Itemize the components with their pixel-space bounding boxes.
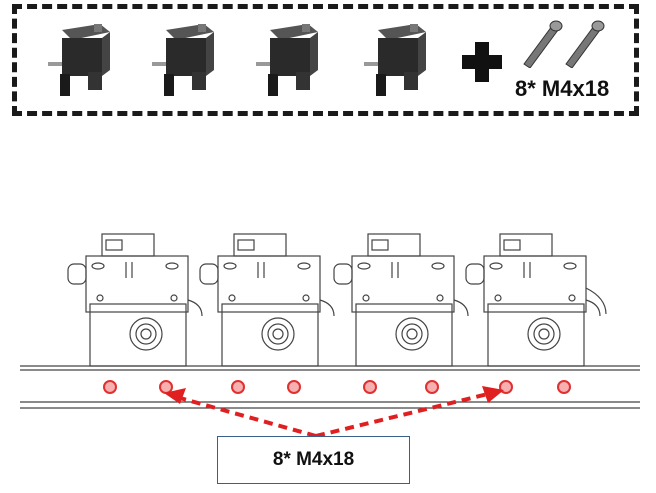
t-nut (159, 380, 173, 394)
extruder-motor-icon (256, 24, 318, 96)
callout-label: 8* M4x18 (272, 449, 355, 470)
callout-arrow-right (315, 392, 489, 438)
arrow-head-left (164, 388, 186, 404)
callout-box: 8* M4x18 (217, 436, 410, 484)
screw-count-label: 8* M4x18 (515, 76, 610, 101)
extruder-unit (199, 233, 335, 367)
extruder-motor-icon (364, 24, 426, 96)
callout-arrow-left (179, 396, 317, 438)
extruder-unit (67, 233, 203, 367)
parts-list-box (12, 4, 639, 116)
t-nut (557, 380, 571, 394)
extruder-motor-icon (48, 24, 110, 96)
screw-icon (523, 20, 605, 68)
plus-icon (462, 42, 502, 82)
t-nut (425, 380, 439, 394)
extruder-unit (465, 233, 607, 367)
t-nut (103, 380, 117, 394)
t-nut (287, 380, 301, 394)
t-nut (231, 380, 245, 394)
t-nut (363, 380, 377, 394)
extruder-unit (333, 233, 469, 367)
extruder-motor-icon (152, 24, 214, 96)
arrow-head-right (482, 386, 504, 403)
